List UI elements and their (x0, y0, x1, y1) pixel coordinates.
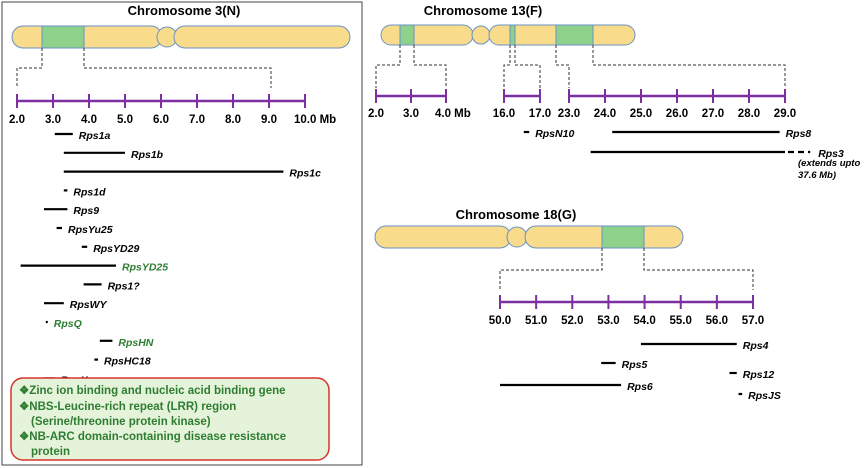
chr3-tick-label-3-0: 3.0 (45, 114, 61, 126)
gene-label-rps9: Rps9 (73, 205, 99, 217)
chr3-zoom-lines (16, 48, 272, 88)
chr3-ideogram (11, 25, 351, 49)
chr18-centromere (506, 226, 528, 248)
gene-label-rps5: Rps5 (622, 359, 648, 371)
chr13-tick-label-29-0: 29.0 (774, 108, 796, 120)
chr13-axis: 2.0 3.0 4.0 Mb 16.0 17.0 23.0 24.0 25.0 26.0 27.0… (368, 89, 796, 120)
gene-label-rps8: Rps8 (786, 128, 812, 140)
chr18-tick-label-52-0: 52.0 (561, 315, 583, 327)
gene-label-rpswy: RpsWY (70, 299, 108, 311)
legend-frame (10, 377, 330, 461)
gene-label-rps1a: Rps1a (79, 130, 111, 142)
chr13-highlight-region-1 (399, 24, 415, 46)
chr13-tick-label-27-0: 27.0 (702, 108, 724, 120)
chr13-tick-label-16-0: 16.0 (493, 108, 515, 120)
legend-line-1: ❖Zinc ion binding and nucleic acid bindi… (19, 384, 286, 397)
chr18-tick-label-53-0: 53.0 (597, 315, 619, 327)
chr3-tick-label-9-0: 9.0 (261, 114, 277, 126)
rps3-note-line-2: 37.6 Mb) (798, 170, 836, 181)
chr3-tick-label-8-0: 8.0 (225, 114, 241, 126)
chr3-genes: Rps1aRps1bRps1cRps1dRps9RpsYu25RpsYD29Rp… (20, 130, 321, 386)
legend-line-5: protein (31, 446, 70, 458)
chr13-tick-label-23-0: 23.0 (558, 108, 580, 120)
gene-label-rps1: Rps1? (108, 280, 141, 292)
chr3-highlight-region (41, 25, 85, 49)
chr18-tick-label-50-0: 50.0 (489, 315, 511, 327)
chr18-axis: 50.0 51.0 52.0 53.0 54.0 55.0 56.0 57.0 (489, 295, 764, 327)
chr13-tick-label-26-0: 26.0 (666, 108, 688, 120)
legend-line-3: (Serine/threonine protein kinase) (31, 416, 211, 428)
gene-label-rpsyd25: RpsYD25 (122, 262, 168, 274)
chr3-short-arm (11, 25, 163, 49)
chr13-highlight-region-3 (555, 24, 594, 46)
gene-label-rps1d: Rps1d (73, 186, 106, 198)
chr18-title: Chromosome 18(G) (456, 207, 577, 222)
gene-label-rps6: Rps6 (627, 381, 653, 393)
chr18-tick-label-57-0: 57.0 (742, 315, 764, 327)
chr13-tick-label-25-0: 25.0 (630, 108, 652, 120)
gene-label-rpsjs: RpsJS (748, 390, 781, 402)
gene-label-rpsq: RpsQ (54, 318, 82, 330)
chr3-tick-label-10-0-mb: 10.0 Mb (294, 114, 336, 126)
chr18-tick-label-56-0: 56.0 (706, 315, 728, 327)
chr18-panel: Chromosome 18(G) 50.0 51.0 52.0 53.0 54.0 55.… (374, 207, 781, 402)
chr3-tick-label-4-0: 4.0 (81, 114, 97, 126)
chr3-long-arm (173, 25, 351, 49)
legend-box: ❖Zinc ion binding and nucleic acid bindi… (10, 377, 330, 461)
chr18-ideogram (374, 225, 684, 249)
chr13-tick-label-17-0: 17.0 (529, 108, 551, 120)
chr3-panel-frame (1, 1, 363, 466)
gene-label-rps1b: Rps1b (131, 149, 164, 161)
legend-line-2: ❖NBS-Leucine-rich repeat (LRR) region (19, 400, 236, 413)
chr3-tick-label-7-0: 7.0 (189, 114, 205, 126)
chr3-axis: 2.0 3.0 4.0 5.0 6.0 7.0 8.0 9.0 10.0 Mb (9, 94, 336, 126)
gene-label-rps4: Rps4 (743, 340, 769, 352)
gene-label-rpsyd29: RpsYD29 (93, 243, 139, 255)
legend-line-4: ❖NB-ARC domain-containing disease resist… (19, 430, 286, 443)
chr18-highlight-region (601, 225, 645, 249)
chr13-zoom-lines (375, 45, 786, 88)
chr13-tick-label-4-0-mb: 4.0 Mb (435, 108, 471, 120)
chr13-highlight-region-2 (509, 24, 516, 46)
gene-label-rpshn: RpsHN (118, 337, 153, 349)
rps3-note-line-1: (extends upto (798, 158, 860, 169)
chr3-tick-label-6-0: 6.0 (153, 114, 169, 126)
chr18-short-arm (374, 225, 512, 249)
chr13-tick-label-2-0: 2.0 (368, 108, 384, 120)
chr18-tick-label-55-0: 55.0 (670, 315, 692, 327)
gene-label-rps1c: Rps1c (289, 168, 321, 180)
chr3-title: Chromosome 3(N) (128, 3, 241, 18)
chr3-tick-label-5-0: 5.0 (117, 114, 133, 126)
gene-label-rpshc18: RpsHC18 (104, 356, 151, 368)
gene-label-rps12: Rps12 (743, 369, 775, 381)
chr13-ideogram (380, 24, 636, 46)
gene-label-rpsn10: RpsN10 (535, 128, 574, 140)
chr13-short-arm (380, 24, 474, 46)
chr13-centromere (471, 25, 491, 45)
gene-label-rps3: Rps3 (818, 148, 844, 160)
chr3-panel: Chromosome 3(N) 2.0 3.0 4.0 5.0 6.0 7.0 8.0 9.0… (1, 1, 363, 466)
chr18-tick-label-54-0: 54.0 (633, 315, 655, 327)
gene-label-rpsyu25: RpsYu25 (68, 224, 113, 236)
chr13-title: Chromosome 13(F) (424, 3, 542, 18)
chr13-panel: Chromosome 13(F) 2.0 3.0 4.0 Mb 16.0 17.0 23.… (368, 3, 860, 181)
chr18-tick-label-51-0: 51.0 (525, 315, 547, 327)
chr18-zoom-lines (499, 248, 754, 290)
chr13-tick-label-28-0: 28.0 (738, 108, 760, 120)
chr3-tick-label-2-0: 2.0 (9, 114, 25, 126)
chr13-tick-label-24-0: 24.0 (594, 108, 616, 120)
chr13-tick-label-3-0: 3.0 (403, 108, 419, 120)
